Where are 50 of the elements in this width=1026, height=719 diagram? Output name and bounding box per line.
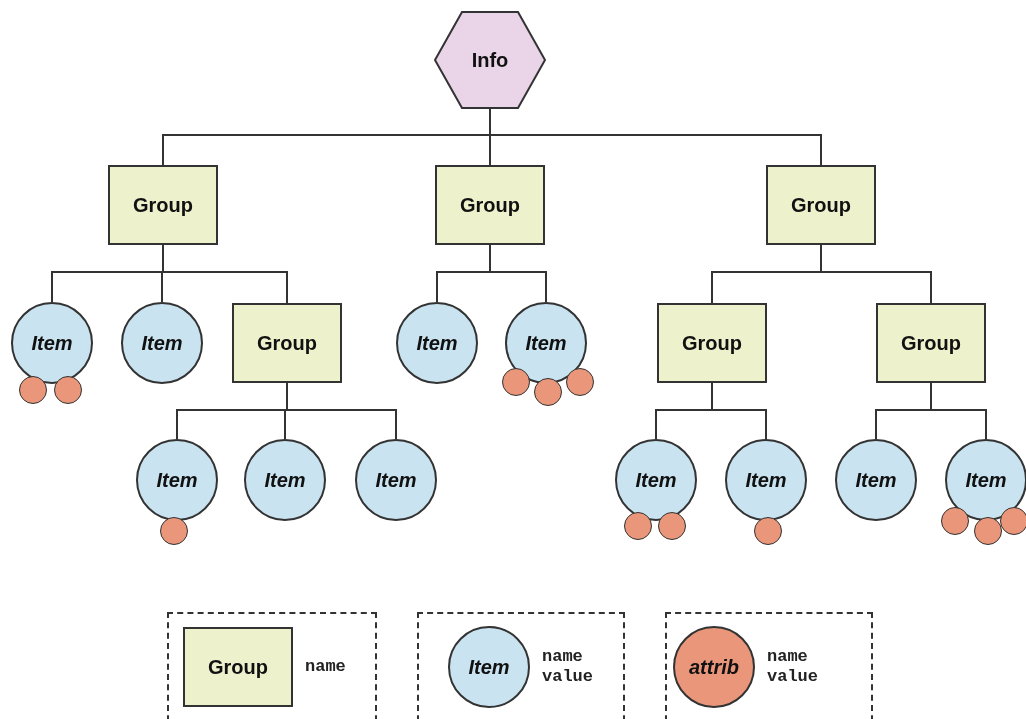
node-label: Item xyxy=(141,331,183,355)
node-label: Item xyxy=(156,468,198,492)
node-label: Item xyxy=(264,468,306,492)
attribute-circle xyxy=(941,507,969,535)
node-label: Info xyxy=(471,48,509,72)
group-box xyxy=(232,303,342,383)
group-box xyxy=(108,165,218,245)
attribute-circle xyxy=(534,378,562,406)
attribute-circle xyxy=(19,376,47,404)
node-label: Group xyxy=(901,331,961,355)
connector-line xyxy=(711,382,767,440)
connector-line xyxy=(930,382,987,440)
legend-text: name value xyxy=(542,647,594,687)
attribute-circle xyxy=(658,512,686,540)
attribute-circle xyxy=(566,368,594,396)
group-box xyxy=(435,165,545,245)
group-box xyxy=(183,627,293,707)
legend-text: name value xyxy=(767,647,819,687)
node-label: Group xyxy=(791,193,851,217)
attribute-circle xyxy=(54,376,82,404)
node-label: Group xyxy=(682,331,742,355)
info-hexagon xyxy=(434,11,546,109)
node-label: Group xyxy=(460,193,520,217)
connector-line xyxy=(489,244,547,303)
node-label: Item xyxy=(416,331,458,355)
group-box xyxy=(876,303,986,383)
attribute-circle xyxy=(624,512,652,540)
node-label: Group xyxy=(133,193,193,217)
connector-line xyxy=(286,382,397,440)
attribute-circle xyxy=(502,368,530,396)
connector-line xyxy=(162,244,288,304)
legend-text: name xyxy=(305,657,347,677)
node-label: Group xyxy=(208,655,268,679)
attribute-circle xyxy=(160,517,188,545)
attribute-circle xyxy=(754,517,782,545)
node-label: Item xyxy=(855,468,897,492)
node-label: Item xyxy=(31,331,73,355)
node-label: Item xyxy=(965,468,1007,492)
node-label: Item xyxy=(468,655,510,679)
group-box xyxy=(657,303,767,383)
connector-line xyxy=(820,244,932,304)
node-label: attrib xyxy=(689,655,739,679)
node-label: Item xyxy=(745,468,787,492)
node-label: Item xyxy=(375,468,417,492)
attribute-circle xyxy=(974,517,1002,545)
attribute-circle xyxy=(1000,507,1026,535)
node-label: Group xyxy=(257,331,317,355)
node-label: Item xyxy=(635,468,677,492)
node-label: Item xyxy=(525,331,567,355)
group-box xyxy=(766,165,876,245)
